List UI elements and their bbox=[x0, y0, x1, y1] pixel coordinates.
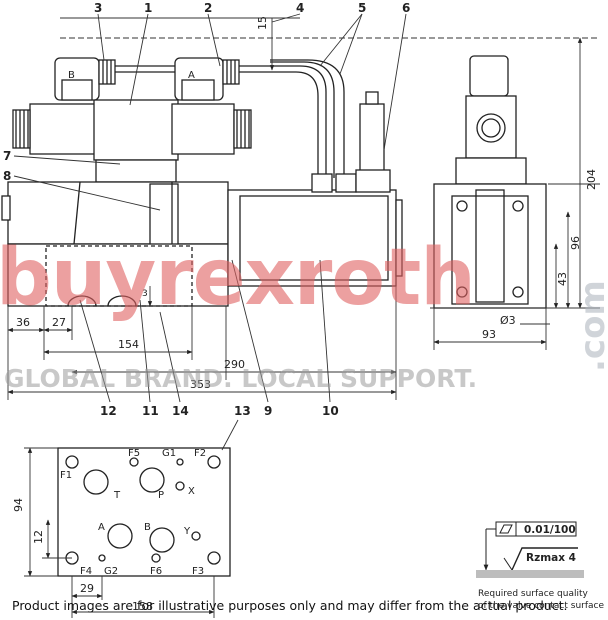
callout-11: 11 bbox=[142, 404, 159, 418]
callout-9: 9 bbox=[264, 404, 272, 418]
label-y: Y bbox=[183, 526, 191, 537]
surface-quality bbox=[476, 521, 584, 578]
label-f3: F3 bbox=[192, 566, 204, 577]
solenoid-coil-right bbox=[171, 103, 235, 155]
label-f1: F1 bbox=[60, 470, 72, 481]
callouts: 3 1 2 4 5 6 7 8 12 11 14 9 10 13 bbox=[3, 1, 410, 418]
label-g1: G1 bbox=[162, 448, 176, 459]
side-dim-text: 204 96 43 Ø3 93 bbox=[482, 169, 598, 341]
dim-phi3: Ø3 bbox=[500, 314, 516, 327]
callout-1: 1 bbox=[144, 1, 152, 15]
hole-f3 bbox=[207, 551, 221, 565]
surface-note-2: of the valve contact surface bbox=[478, 601, 604, 611]
callout-13: 13 bbox=[234, 404, 251, 418]
dim-15: 15 bbox=[256, 16, 269, 30]
hole-f1 bbox=[65, 455, 79, 469]
dim-93: 93 bbox=[482, 328, 496, 341]
port-pattern-view bbox=[57, 447, 231, 577]
dim-27: 27 bbox=[52, 316, 66, 329]
port-pattern-dims bbox=[24, 419, 239, 618]
main-view bbox=[1, 57, 403, 307]
label-f5: F5 bbox=[128, 448, 140, 459]
flatness-value: 0.01/100 bbox=[524, 524, 576, 536]
lower-body bbox=[7, 243, 229, 307]
side-main-body bbox=[433, 183, 547, 309]
connector-a-label: A bbox=[188, 70, 195, 81]
callout-3: 3 bbox=[94, 1, 102, 15]
dim-36: 36 bbox=[16, 316, 30, 329]
coil-nut-left bbox=[12, 109, 31, 149]
watermark: buyrexroth GLOBAL BRAND. LOCAL SUPPORT. … bbox=[0, 233, 608, 393]
dim-290: 290 bbox=[224, 358, 245, 371]
hole-g1 bbox=[176, 458, 184, 466]
label-a: A bbox=[98, 522, 105, 533]
hole-f6 bbox=[151, 553, 161, 563]
callout-8: 8 bbox=[3, 169, 11, 183]
port-pattern-text: 94 12 29 158 F5 G1 F2 F1 T P X A B Y F4 … bbox=[12, 448, 206, 613]
contact-surface bbox=[476, 570, 584, 578]
dim-43: 43 bbox=[556, 272, 569, 286]
callout-12: 12 bbox=[100, 404, 117, 418]
hole-f5 bbox=[129, 457, 139, 467]
dim-204: 204 bbox=[585, 169, 598, 190]
callout-2: 2 bbox=[204, 1, 212, 15]
callout-5: 5 bbox=[358, 1, 366, 15]
plug-connector bbox=[359, 103, 385, 175]
port-x bbox=[175, 481, 185, 491]
label-x: X bbox=[188, 486, 195, 497]
roughness-value: Rzmax 4 bbox=[526, 552, 576, 564]
mounting-face bbox=[57, 447, 231, 577]
label-p: P bbox=[158, 490, 164, 501]
side-view bbox=[433, 55, 547, 309]
port-b bbox=[149, 527, 175, 553]
callout-4: 4 bbox=[296, 1, 304, 15]
label-g2: G2 bbox=[104, 566, 118, 577]
disclaimer-text: Product images are for illustrative purp… bbox=[12, 598, 568, 613]
coil-nut-right bbox=[233, 109, 252, 149]
dim-96: 96 bbox=[569, 236, 582, 250]
port-t bbox=[83, 469, 109, 495]
label-f2: F2 bbox=[194, 448, 206, 459]
dim-29: 29 bbox=[80, 582, 94, 595]
watermark-brand: buyrexroth bbox=[0, 233, 475, 323]
port-p bbox=[139, 467, 165, 493]
dim-3: 3 bbox=[142, 289, 148, 299]
watermark-tagline: GLOBAL BRAND. LOCAL SUPPORT. bbox=[4, 364, 477, 393]
callout-7: 7 bbox=[3, 149, 11, 163]
dim-154: 154 bbox=[118, 338, 139, 351]
callout-14: 14 bbox=[172, 404, 189, 418]
side-dim-lines bbox=[430, 37, 600, 350]
hole-g2 bbox=[98, 554, 106, 562]
watermark-dotcom: .com bbox=[573, 280, 608, 372]
connector-b-label: B bbox=[68, 70, 75, 81]
main-dim-text: 15 36 27 3 154 290 353 bbox=[16, 16, 269, 391]
dim-94: 94 bbox=[12, 498, 25, 512]
label-b: B bbox=[144, 522, 151, 533]
main-dim-lines bbox=[7, 13, 600, 403]
port-y bbox=[191, 531, 201, 541]
callout-6: 6 bbox=[402, 1, 410, 15]
cable-gland-2 bbox=[335, 173, 357, 193]
pilot-valve-body bbox=[93, 99, 179, 161]
callout-10: 10 bbox=[322, 404, 339, 418]
hole-f2 bbox=[207, 455, 221, 469]
port-a bbox=[107, 523, 133, 549]
dim-353: 353 bbox=[190, 378, 211, 391]
dim-12: 12 bbox=[32, 530, 45, 544]
side-connector bbox=[469, 55, 509, 97]
dim-158: 158 bbox=[132, 600, 153, 613]
surface-note-1: Required surface quality bbox=[478, 589, 589, 599]
label-f4: F4 bbox=[80, 566, 92, 577]
label-t: T bbox=[113, 490, 121, 501]
cable-gland-1 bbox=[311, 173, 333, 193]
solenoid-coil-left bbox=[29, 103, 101, 155]
label-f6: F6 bbox=[150, 566, 162, 577]
